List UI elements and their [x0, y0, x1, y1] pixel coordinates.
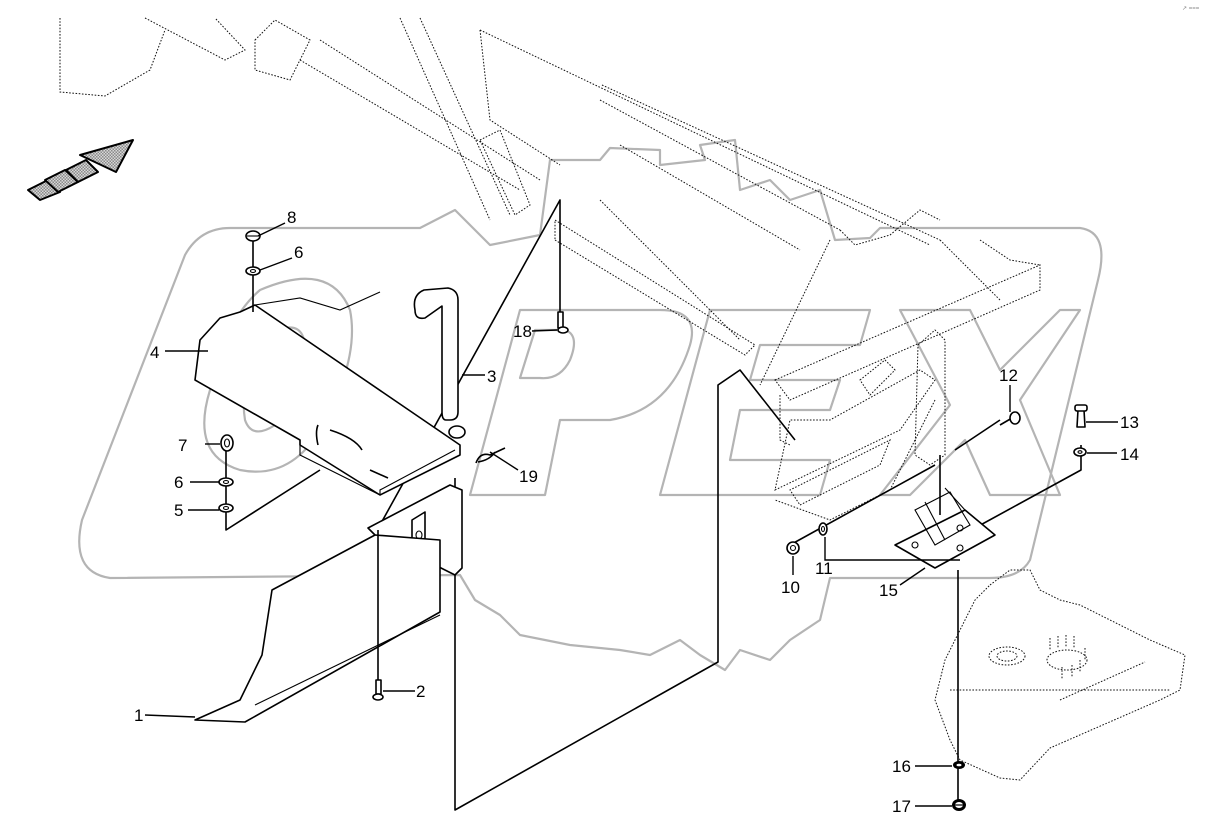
callout-8[interactable]: 8 — [287, 208, 296, 227]
callout-2[interactable]: 2 — [416, 682, 425, 701]
hardware — [218, 230, 1088, 811]
callout-19[interactable]: 19 — [519, 467, 538, 486]
callout-14[interactable]: 14 — [1120, 445, 1139, 464]
callout-12[interactable]: 12 — [999, 366, 1018, 385]
callout-7[interactable]: 7 — [178, 436, 187, 455]
nut-8 — [245, 230, 261, 242]
washer-16 — [953, 761, 965, 769]
bolt-18 — [557, 311, 569, 334]
washer-6-lower — [218, 477, 234, 487]
machine-frame — [59, 17, 1041, 521]
callouts: 8 6 4 7 6 5 3 18 19 1 2 12 13 14 10 11 1… — [134, 208, 1139, 816]
bolt-12 — [999, 411, 1021, 426]
corner-mark: ↗ === — [1182, 6, 1200, 12]
eye-bolt-7 — [220, 434, 234, 452]
callout-6-upper[interactable]: 6 — [294, 243, 303, 262]
nut-10 — [786, 541, 800, 555]
direction-of-travel-arrow — [27, 139, 134, 201]
bolt-2 — [372, 679, 384, 701]
callout-10[interactable]: 10 — [781, 578, 800, 597]
callout-1[interactable]: 1 — [134, 706, 143, 725]
callout-leaders — [144, 222, 1118, 807]
callout-11[interactable]: 11 — [815, 559, 833, 578]
watermark-logo — [78, 138, 1103, 672]
nut-17 — [952, 799, 966, 811]
base-plate-bottom-right — [934, 569, 1186, 781]
callout-15[interactable]: 15 — [879, 581, 898, 600]
callout-17[interactable]: 17 — [892, 797, 911, 816]
callout-13[interactable]: 13 — [1120, 413, 1139, 432]
main-assembly — [194, 199, 1082, 811]
callout-18[interactable]: 18 — [513, 322, 532, 341]
callout-3[interactable]: 3 — [487, 367, 496, 386]
callout-5[interactable]: 5 — [174, 501, 183, 520]
washer-11 — [818, 522, 828, 536]
bolt-13 — [1074, 404, 1088, 428]
linch-pin-19 — [475, 447, 506, 464]
washer-6-upper — [245, 266, 261, 276]
washer-5 — [218, 503, 234, 513]
callout-4[interactable]: 4 — [150, 343, 159, 362]
callout-16[interactable]: 16 — [892, 757, 911, 776]
washer-14 — [1073, 447, 1087, 457]
callout-6-lower[interactable]: 6 — [174, 473, 183, 492]
